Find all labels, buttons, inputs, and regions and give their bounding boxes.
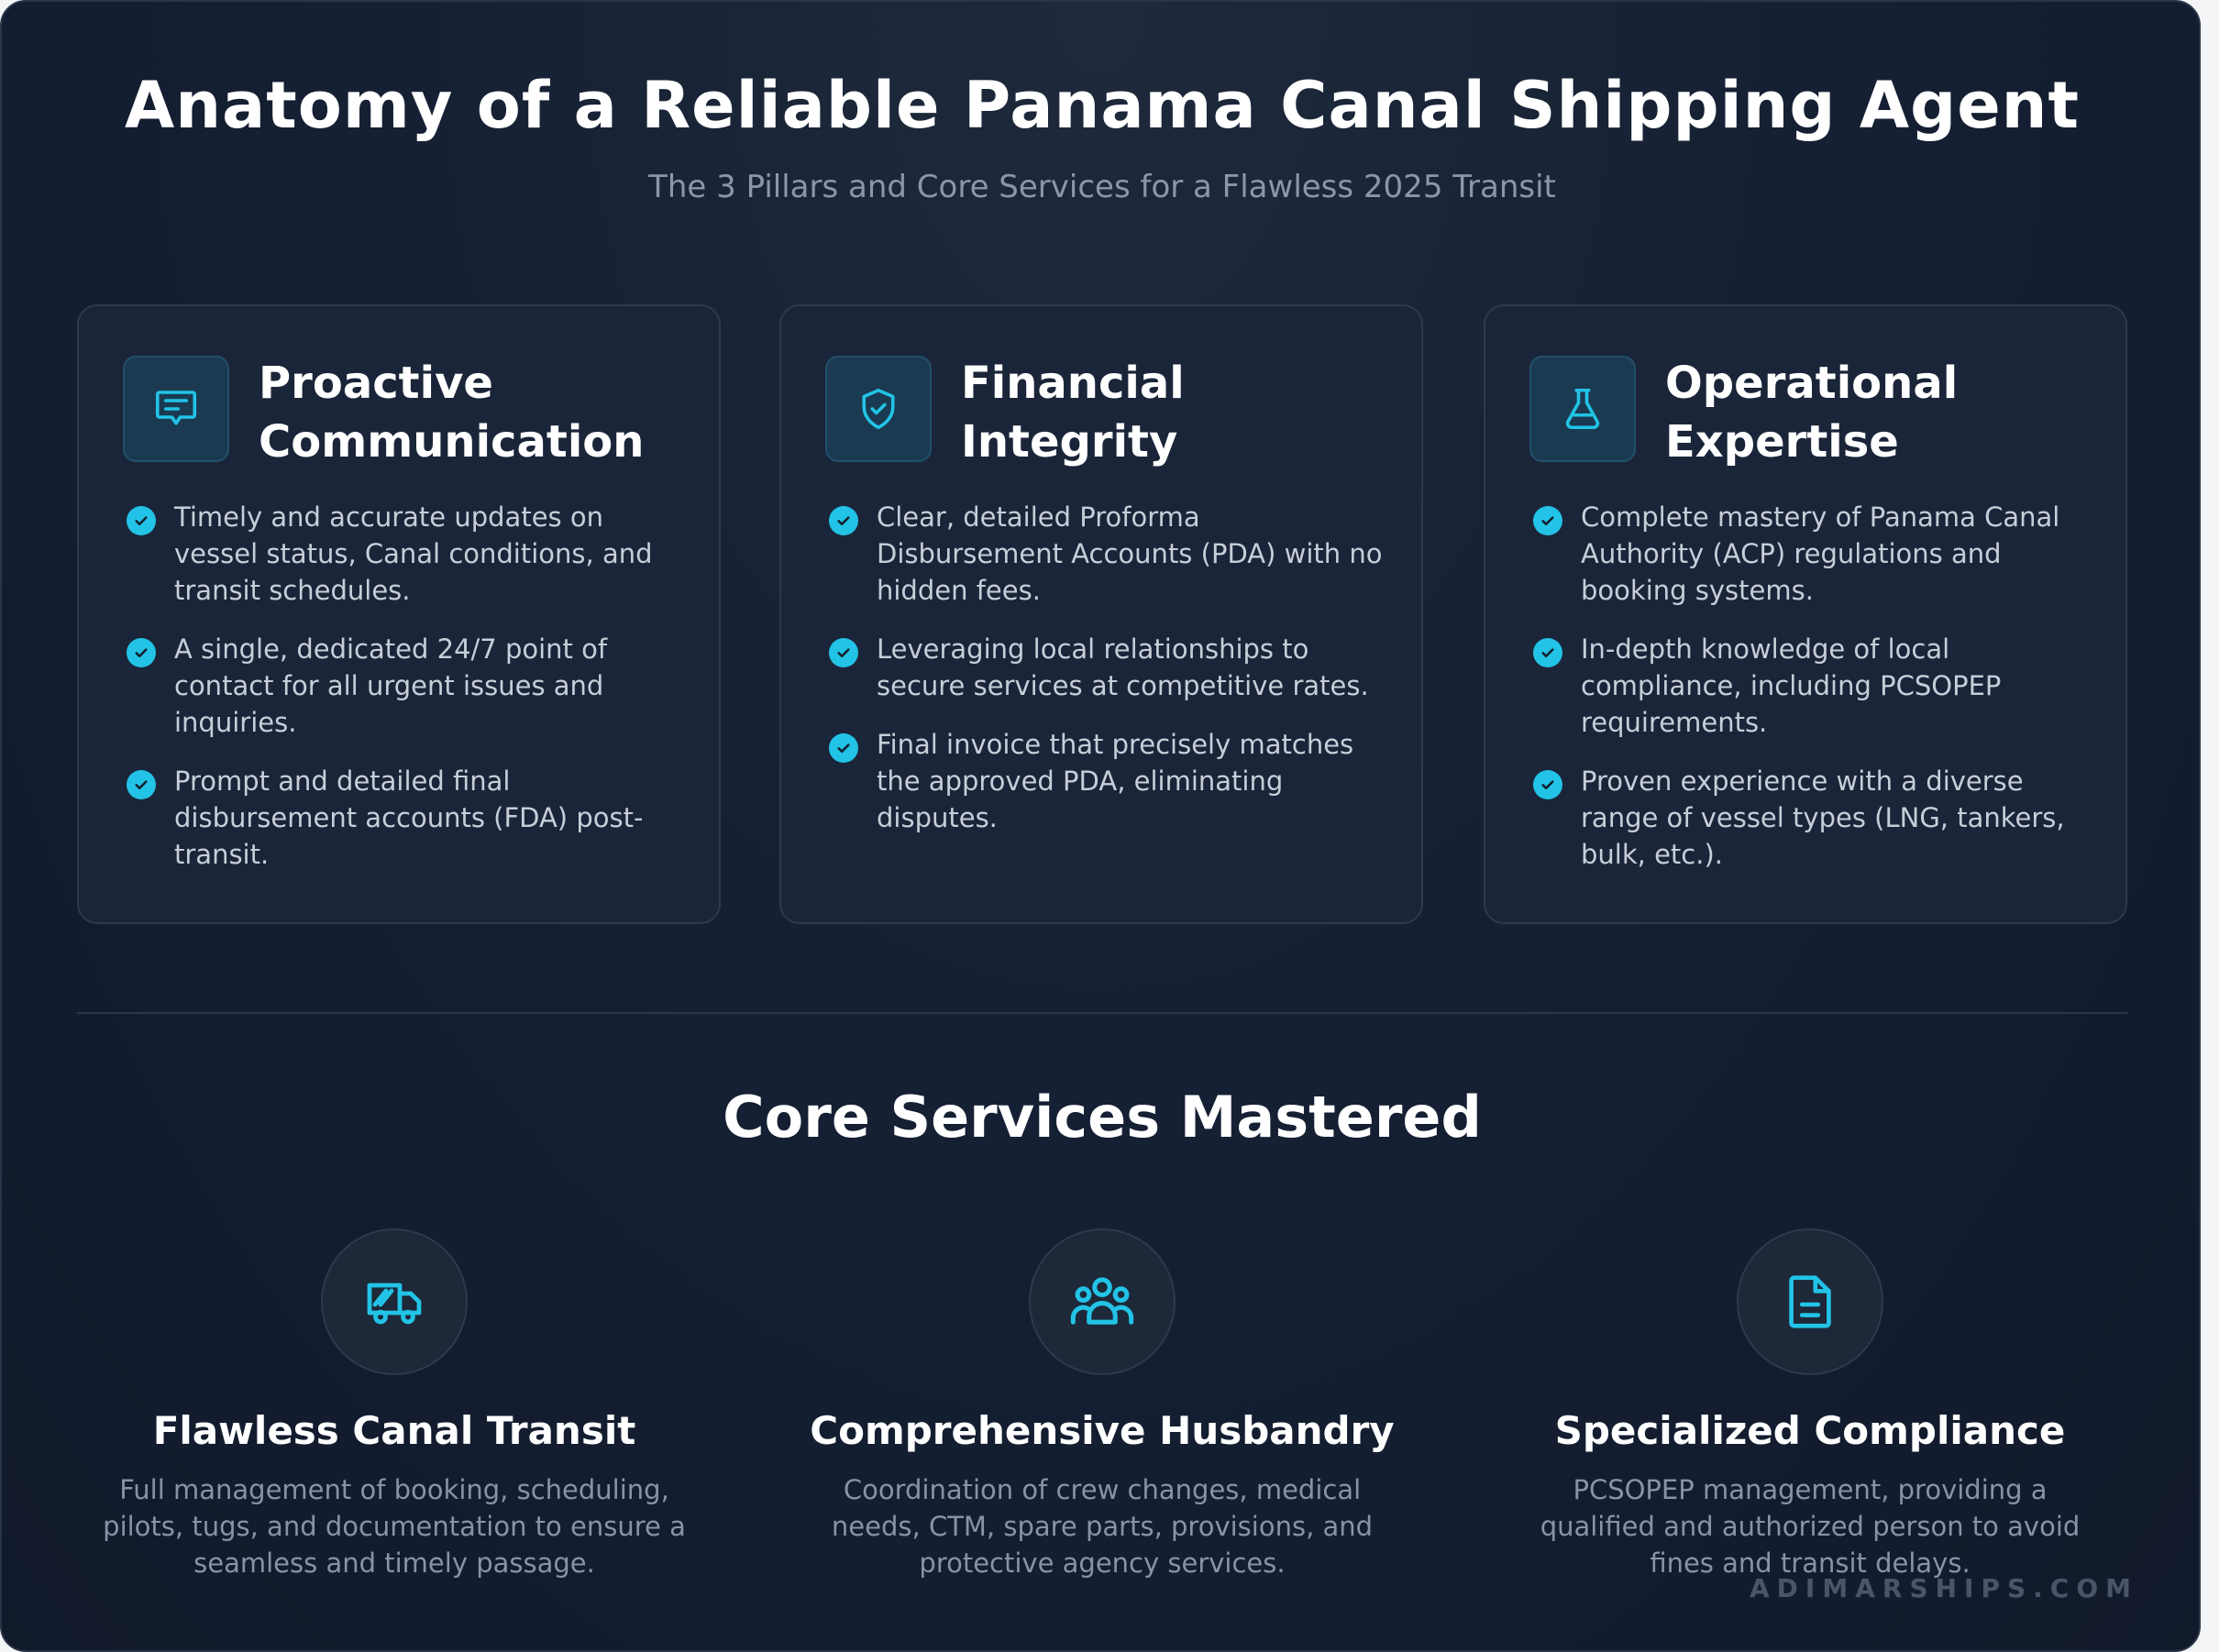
shield-check-icon: [825, 356, 932, 462]
service-title: Flawless Canal Transit: [152, 1408, 636, 1453]
pillar-card-financial: Financial Integrity Clear, detailed Prof…: [779, 304, 1423, 924]
list-item: A single, dedicated 24/7 point of contac…: [123, 631, 691, 741]
list-item: Clear, detailed Proforma Disbursement Ac…: [825, 499, 1394, 609]
flask-icon: [1529, 356, 1636, 462]
pillar-card-communication: Proactive Communication Timely and accur…: [77, 304, 721, 924]
pillar-title: Proactive Communication: [259, 358, 645, 468]
service-husbandry: Comprehensive Husbandry Coordination of …: [790, 1228, 1414, 1581]
page-subtitle: The 3 Pillars and Core Services for a Fl…: [648, 169, 1556, 205]
check-circle-icon: [829, 733, 858, 763]
service-title: Specialized Compliance: [1554, 1408, 2066, 1453]
list-item: Timely and accurate updates on vessel st…: [123, 499, 691, 609]
list-item-text: Proven experience with a diverse range o…: [1581, 765, 2065, 870]
check-circle-icon: [1533, 638, 1562, 667]
service-canal-transit: Flawless Canal Transit Full management o…: [83, 1228, 706, 1581]
section-divider: [77, 1012, 2127, 1014]
list-item: Proven experience with a diverse range o…: [1529, 763, 2098, 873]
users-icon: [1029, 1228, 1176, 1375]
list-item-text: Complete mastery of Panama Canal Authori…: [1581, 501, 2060, 606]
check-circle-icon: [127, 506, 156, 535]
list-item-text: A single, dedicated 24/7 point of contac…: [174, 633, 608, 738]
list-item-text: Timely and accurate updates on vessel st…: [174, 501, 653, 606]
service-description: Coordination of crew changes, medical ne…: [831, 1474, 1374, 1579]
check-circle-icon: [1533, 770, 1562, 799]
pillar-list: Clear, detailed Proforma Disbursement Ac…: [825, 499, 1394, 858]
list-item: Complete mastery of Panama Canal Authori…: [1529, 499, 2098, 609]
pillar-title: Operational Expertise: [1665, 358, 1959, 468]
list-item-text: Prompt and detailed final disbursement a…: [174, 765, 644, 870]
service-description: PCSOPEP management, providing a qualifie…: [1540, 1474, 2081, 1579]
section-title: Core Services Mastered: [723, 1084, 1482, 1151]
service-compliance: Specialized Compliance PCSOPEP managemen…: [1498, 1228, 2122, 1581]
list-item-text: Clear, detailed Proforma Disbursement Ac…: [877, 501, 1383, 606]
check-circle-icon: [1533, 506, 1562, 535]
list-item-text: Final invoice that precisely matches the…: [877, 729, 1354, 833]
check-circle-icon: [829, 506, 858, 535]
pillar-card-operational: Operational Expertise Complete mastery o…: [1484, 304, 2127, 924]
list-item: Final invoice that precisely matches the…: [825, 726, 1394, 836]
check-circle-icon: [127, 638, 156, 667]
pillar-list: Complete mastery of Panama Canal Authori…: [1529, 499, 2098, 895]
list-item: Prompt and detailed final disbursement a…: [123, 763, 691, 873]
service-title: Comprehensive Husbandry: [810, 1408, 1395, 1453]
pillar-list: Timely and accurate updates on vessel st…: [123, 499, 691, 895]
pillar-title: Financial Integrity: [961, 358, 1185, 468]
truck-icon: [321, 1228, 468, 1375]
message-icon: [123, 356, 229, 462]
page-title: Anatomy of a Reliable Panama Canal Shipp…: [125, 68, 2080, 143]
check-circle-icon: [127, 770, 156, 799]
list-item-text: Leveraging local relationships to secure…: [877, 633, 1369, 701]
list-item-text: In-depth knowledge of local compliance, …: [1581, 633, 2002, 738]
site-watermark: ADIMARSHIPS.COM: [1750, 1573, 2138, 1603]
check-circle-icon: [829, 638, 858, 667]
list-item: In-depth knowledge of local compliance, …: [1529, 631, 2098, 741]
list-item: Leveraging local relationships to secure…: [825, 631, 1394, 704]
service-description: Full management of booking, scheduling, …: [103, 1474, 686, 1579]
document-icon: [1737, 1228, 1883, 1375]
